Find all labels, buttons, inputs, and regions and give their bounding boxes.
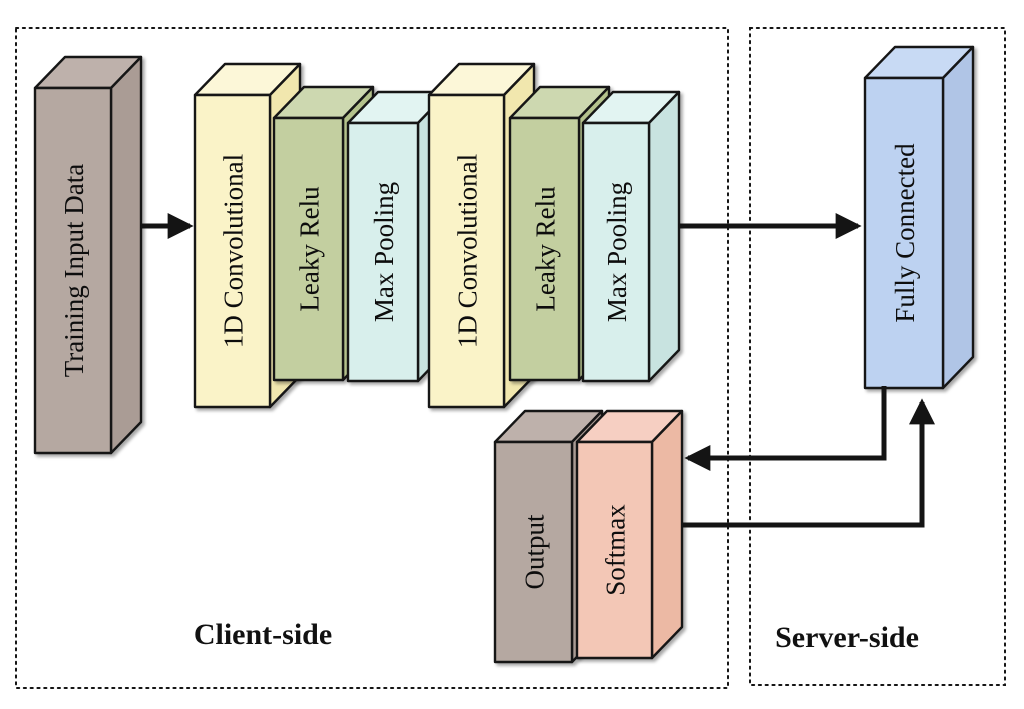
arrow-fc-to-softmax [684, 386, 887, 471]
box-max-pooling2-label: Max Pooling [602, 182, 632, 322]
client-side-label: Client-side [194, 618, 332, 651]
box-conv1-front-face [193, 93, 272, 409]
box-output-label: Output [520, 514, 550, 590]
box-training-input-data: Training Input Data [33, 55, 143, 455]
box-training-input-data-side-face [109, 55, 143, 455]
box-training-input-data-label: Training Input Data [59, 164, 89, 377]
box-leaky-relu1-label: Leaky Relu [295, 186, 325, 312]
box-fully-connected-side-face [941, 45, 975, 390]
server-side-label: Server-side [775, 621, 919, 654]
region-borders [15, 27, 1006, 689]
arrow-softmax-to-fc [682, 398, 935, 528]
region-labels: Client-side Server-side [194, 618, 919, 654]
box-fully-connected: Fully Connected [863, 45, 975, 390]
client-region-border [15, 27, 729, 689]
layer-boxes: Training Input Data 1D Convolutional Leaky… [33, 45, 975, 664]
box-max-pooling2: Max Pooling [581, 90, 681, 383]
server-region-border [749, 27, 1006, 686]
box-max-pooling2-front-face [581, 121, 651, 383]
box-leaky-relu2-label: Leaky Relu [531, 186, 561, 312]
box-fully-connected-front-face [863, 76, 945, 390]
box-max-pooling1-front-face [346, 121, 420, 383]
box-output-front-face [493, 440, 574, 664]
box-max-pooling2-side-face [647, 90, 681, 383]
box-fully-connected-label: Fully Connected [890, 143, 920, 323]
box-softmax-label: Softmax [601, 504, 631, 596]
box-softmax-front-face [575, 440, 654, 660]
box-max-pooling1-label: Max Pooling [369, 182, 399, 322]
box-conv2-front-face [427, 93, 506, 409]
box-leaky-relu2-front-face [508, 116, 581, 382]
box-softmax-side-face [650, 409, 684, 660]
box-leaky-relu1-front-face [272, 116, 345, 382]
box-conv1-label: 1D Convolutional [219, 154, 249, 348]
box-conv2-label: 1D Convolutional [453, 154, 483, 348]
box-training-input-data-front-face [33, 86, 113, 455]
flow-arrows [140, 213, 935, 528]
box-softmax: Softmax [575, 409, 684, 660]
